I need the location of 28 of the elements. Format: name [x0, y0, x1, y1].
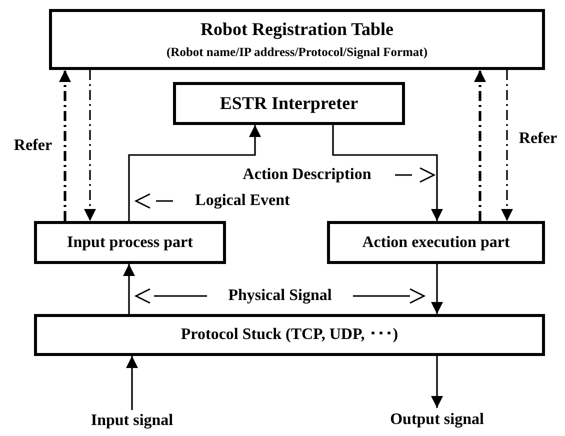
arrow	[128, 125, 261, 221]
arrow	[123, 264, 135, 314]
flow-label: Refer	[12, 136, 54, 156]
arrow	[126, 356, 138, 410]
flow-label: Action Description	[242, 165, 372, 185]
box-subtitle: (Robot name/IP address/Protocol/Signal Format)	[166, 44, 428, 61]
arrow	[474, 70, 486, 221]
flow-label: Logical Event	[194, 191, 291, 211]
process-box	[49, 9, 545, 70]
arrow	[332, 125, 443, 221]
box-title: ESTR Interpreter	[220, 92, 358, 115]
box-title: Input process part	[67, 232, 193, 252]
process-box	[327, 221, 545, 264]
arrow	[431, 264, 443, 314]
process-box	[34, 314, 545, 356]
arrow	[501, 70, 513, 221]
signal-label: Output signal	[390, 410, 484, 430]
arrow	[431, 356, 443, 408]
box-title: Robot Registration Table	[200, 18, 394, 41]
box-title: Action execution part	[362, 232, 510, 252]
process-box	[173, 82, 405, 125]
arrow	[84, 70, 96, 221]
flow-label: Refer	[518, 129, 558, 149]
process-box	[34, 221, 226, 264]
flow-label: Physical Signal	[227, 286, 333, 306]
signal-label: Input signal	[90, 411, 174, 431]
arrow	[59, 70, 71, 221]
box-title: Protocol Stuck (TCP, UDP, ･･･)	[180, 325, 398, 345]
